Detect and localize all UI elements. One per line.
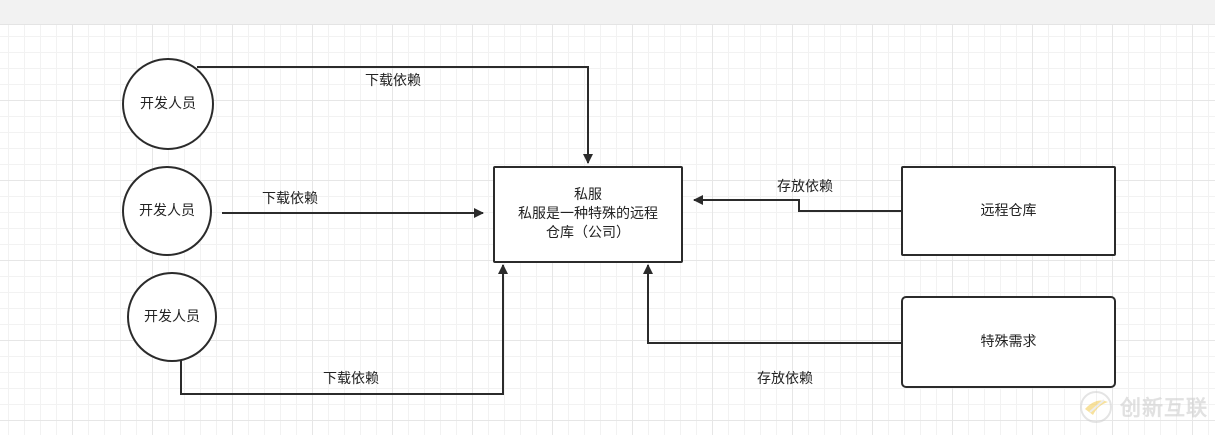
developer-node-1[interactable]: 开发人员 — [122, 58, 214, 150]
edge-label-remote-store: 存放依赖 — [777, 179, 833, 195]
edge-label-special-store: 存放依赖 — [757, 371, 813, 387]
edge-label-dev2-download: 下载依赖 — [262, 191, 318, 207]
edge-label-dev1-download: 下载依赖 — [365, 73, 421, 89]
private-server-node[interactable]: 私服 私服是一种特殊的远程 仓库（公司） — [493, 166, 683, 263]
edge-special-req-to-private-server[interactable] — [643, 264, 901, 344]
watermark-logo-icon — [1080, 391, 1112, 423]
private-server-desc-line2: 仓库（公司） — [546, 225, 630, 241]
special-requirements-label: 特殊需求 — [980, 333, 1037, 350]
edge-remote-repo-to-private-server[interactable] — [693, 195, 901, 212]
developer-node-3-label: 开发人员 — [144, 308, 200, 325]
developer-node-3[interactable]: 开发人员 — [127, 272, 217, 362]
private-server-desc-line1: 私服是一种特殊的远程 — [518, 206, 658, 222]
edge-label-dev3-download: 下载依赖 — [323, 371, 379, 387]
remote-repository-node[interactable]: 远程仓库 — [901, 166, 1116, 256]
edge-dev3-to-private-server[interactable] — [180, 264, 508, 395]
developer-node-1-label: 开发人员 — [140, 95, 196, 112]
developer-node-2-label: 开发人员 — [139, 202, 195, 219]
top-toolbar — [0, 0, 1215, 25]
watermark: 创新互联 — [1078, 388, 1208, 426]
private-server-title: 私服 — [574, 187, 602, 203]
remote-repository-label: 远程仓库 — [980, 202, 1037, 219]
watermark-text: 创新互联 — [1120, 396, 1208, 420]
developer-node-2[interactable]: 开发人员 — [122, 166, 212, 256]
special-requirements-node[interactable]: 特殊需求 — [901, 296, 1116, 388]
edge-dev1-to-private-server[interactable] — [197, 66, 593, 164]
